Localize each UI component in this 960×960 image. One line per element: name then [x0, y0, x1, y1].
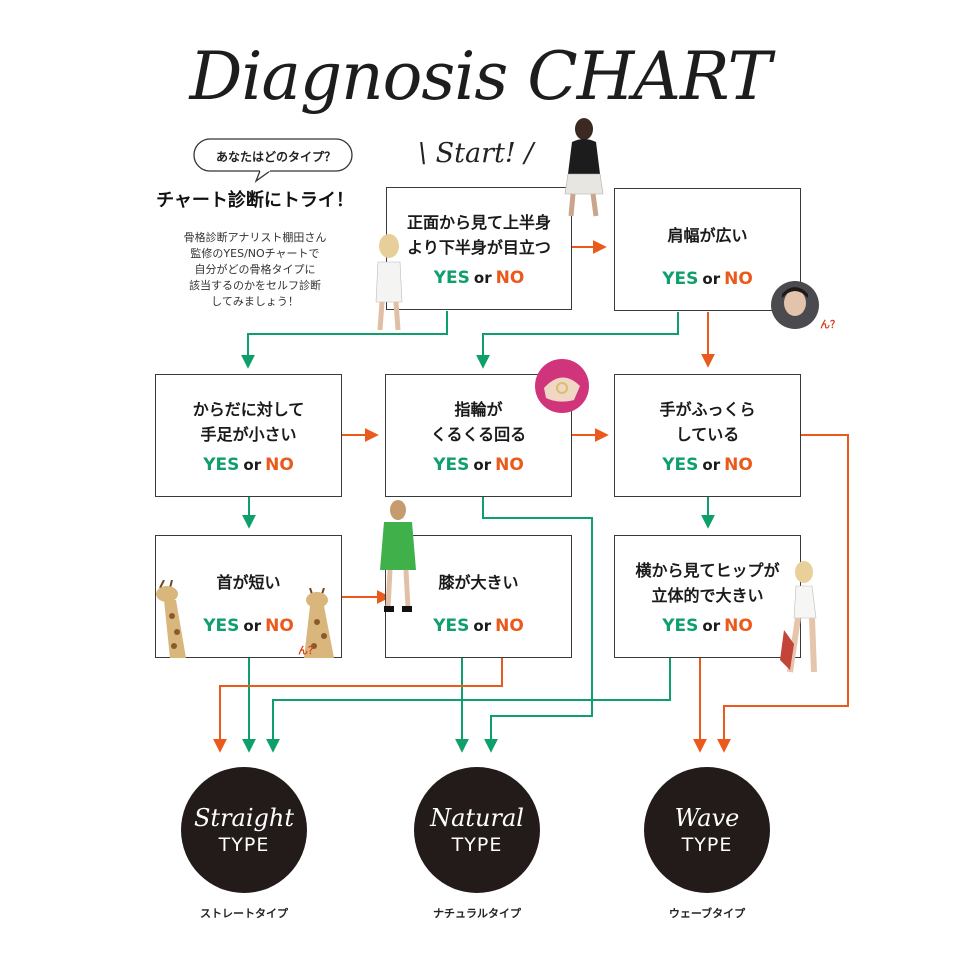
question-text: 首が短い — [216, 573, 281, 592]
result-caption: ナチュラルタイプ — [433, 907, 521, 920]
reaction-mark: ん？ — [820, 320, 840, 331]
tagline: チャート診断にトライ！ — [156, 190, 354, 211]
page-title: Diagnosis CHART — [189, 38, 772, 115]
question-text: 手がふっくらしている — [659, 399, 756, 444]
question-text: 膝が大きい — [438, 573, 519, 592]
arrow-down-icon — [213, 658, 503, 753]
result-name: Straight — [193, 804, 294, 832]
reaction-mark: ん？ — [298, 646, 318, 657]
intro-text: 骨格診断アナリスト棚田さん 監修のYES/NOチャートで 自分がどの骨格タイプに… — [170, 230, 340, 310]
start-label: \ Start! / — [418, 138, 534, 169]
model-photo-black-top — [564, 118, 604, 217]
question-text: 指輪がくるくる回る — [430, 399, 527, 444]
man-portrait-photo — [771, 281, 819, 329]
giraffe-icon — [304, 588, 334, 658]
result-caption: ストレートタイプ — [200, 907, 288, 920]
result-type-label: TYPE — [451, 834, 503, 856]
question-text: 横から見てヒップが立体的で大きい — [635, 560, 780, 605]
model-photo-green-jacket — [380, 500, 416, 612]
intro-line: 自分がどの骨格タイプに — [194, 263, 316, 276]
question-text: からだに対して手足が小さい — [192, 399, 305, 444]
result-name: Natural — [430, 804, 524, 832]
bubble-text: あなたはどのタイプ？ — [215, 150, 336, 164]
arrow-down-icon — [482, 497, 593, 753]
result-wave-type: Wave TYPE — [644, 767, 770, 893]
arrow-down-icon — [717, 434, 849, 753]
intro-line: 該当するのかをセルフ診断 — [189, 279, 321, 292]
model-photo-white-swimsuit — [780, 561, 817, 673]
result-straight-type: Straight TYPE — [181, 767, 307, 893]
result-name: Wave — [674, 804, 740, 832]
arrow-down-icon — [266, 658, 671, 753]
speech-bubble-icon — [193, 138, 353, 183]
giraffe-icon — [156, 580, 186, 658]
ring-hand-photo — [535, 359, 589, 413]
arrow-down-icon — [476, 312, 679, 369]
intro-line: してみましょう！ — [211, 295, 299, 308]
result-caption: ウェーブタイプ — [668, 907, 746, 920]
intro-line: 骨格診断アナリスト棚田さん — [183, 231, 327, 244]
model-photo-white-dress — [375, 234, 403, 331]
arrow-down-icon — [241, 311, 448, 369]
result-type-label: TYPE — [681, 834, 733, 856]
question-text: 正面から見て上半身より下半身が目立つ — [406, 212, 551, 257]
result-type-label: TYPE — [218, 834, 270, 856]
question-text: 肩幅が広い — [667, 226, 748, 245]
intro-line: 監修のYES/NOチャートで — [190, 247, 320, 260]
result-natural-type: Natural TYPE — [414, 767, 540, 893]
